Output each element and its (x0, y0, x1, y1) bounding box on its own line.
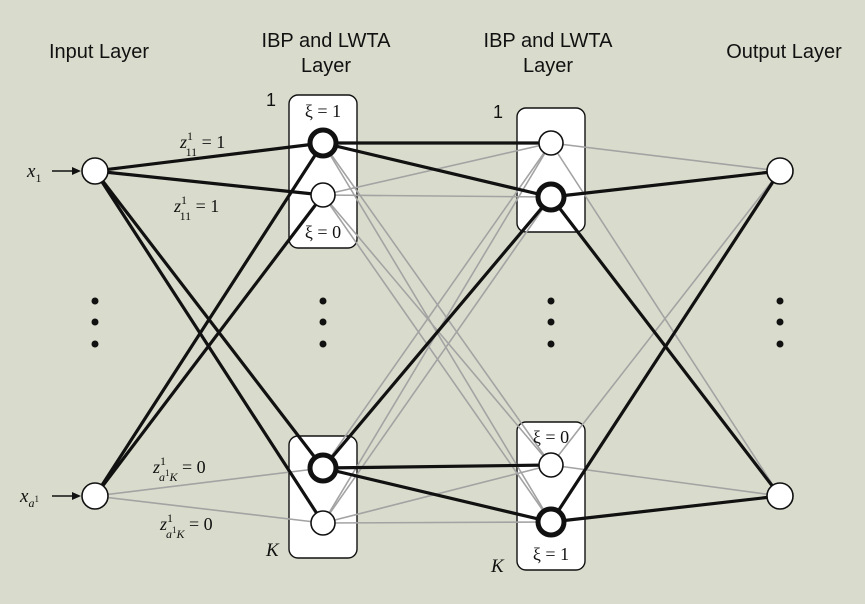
edge (321, 195, 553, 470)
edge (94, 467, 324, 497)
h1-top-index: 1 (266, 90, 276, 110)
edge (322, 466, 552, 524)
edge (322, 141, 552, 199)
edge (322, 194, 552, 466)
active-edges (93, 141, 782, 524)
hidden2-header-line2: Layer (523, 55, 573, 77)
edge (322, 142, 552, 469)
edge (550, 494, 781, 524)
edge (322, 463, 552, 470)
input-node-x1 (81, 157, 109, 185)
input-label-x1: x1 (26, 161, 41, 185)
output-layer-header: Output Layer (726, 41, 842, 63)
h1-node-active (307, 127, 339, 159)
h2-block-top (516, 107, 586, 233)
xi-label: ξ = 0 (305, 222, 341, 242)
edge (550, 169, 781, 199)
edge (93, 194, 325, 497)
h2-bottom-index: K (490, 556, 505, 577)
edge (550, 142, 781, 497)
h2-node (538, 130, 564, 156)
edge (94, 495, 324, 524)
edge (322, 521, 552, 524)
edge (550, 170, 781, 466)
xi-label: ξ = 1 (305, 101, 341, 121)
h1-node (310, 182, 336, 208)
input-label-xa: xa1 (19, 486, 39, 510)
h1-bottom-index: K (265, 540, 280, 561)
hidden1-header-line2: Layer (301, 55, 351, 77)
input-layer-header: Input Layer (49, 41, 149, 63)
h1-block-top (288, 94, 358, 249)
hidden1-header-line1: IBP and LWTA (262, 30, 392, 52)
h2-block-bottom (516, 421, 586, 571)
xi-label: ξ = 0 (533, 427, 569, 447)
edge (94, 141, 324, 173)
ellipsis-dots (91, 297, 784, 348)
edge (322, 194, 552, 523)
h2-node-active (535, 506, 567, 538)
edge (550, 464, 781, 497)
edge (93, 142, 325, 497)
edge (549, 170, 782, 523)
xi-label: ξ = 1 (533, 544, 569, 564)
edge (94, 169, 324, 197)
input-node-xa (81, 482, 109, 510)
h1-node (310, 510, 336, 536)
edge (322, 142, 552, 466)
output-node (766, 482, 794, 510)
h1-node-active (307, 452, 339, 484)
h2-node-active (535, 181, 567, 213)
hidden2-header-line1: IBP and LWTA (484, 30, 614, 52)
input-arrows (52, 167, 81, 500)
edge (550, 142, 781, 172)
h2-top-index: 1 (493, 102, 503, 122)
h2-node (538, 452, 564, 478)
output-node (766, 157, 794, 185)
